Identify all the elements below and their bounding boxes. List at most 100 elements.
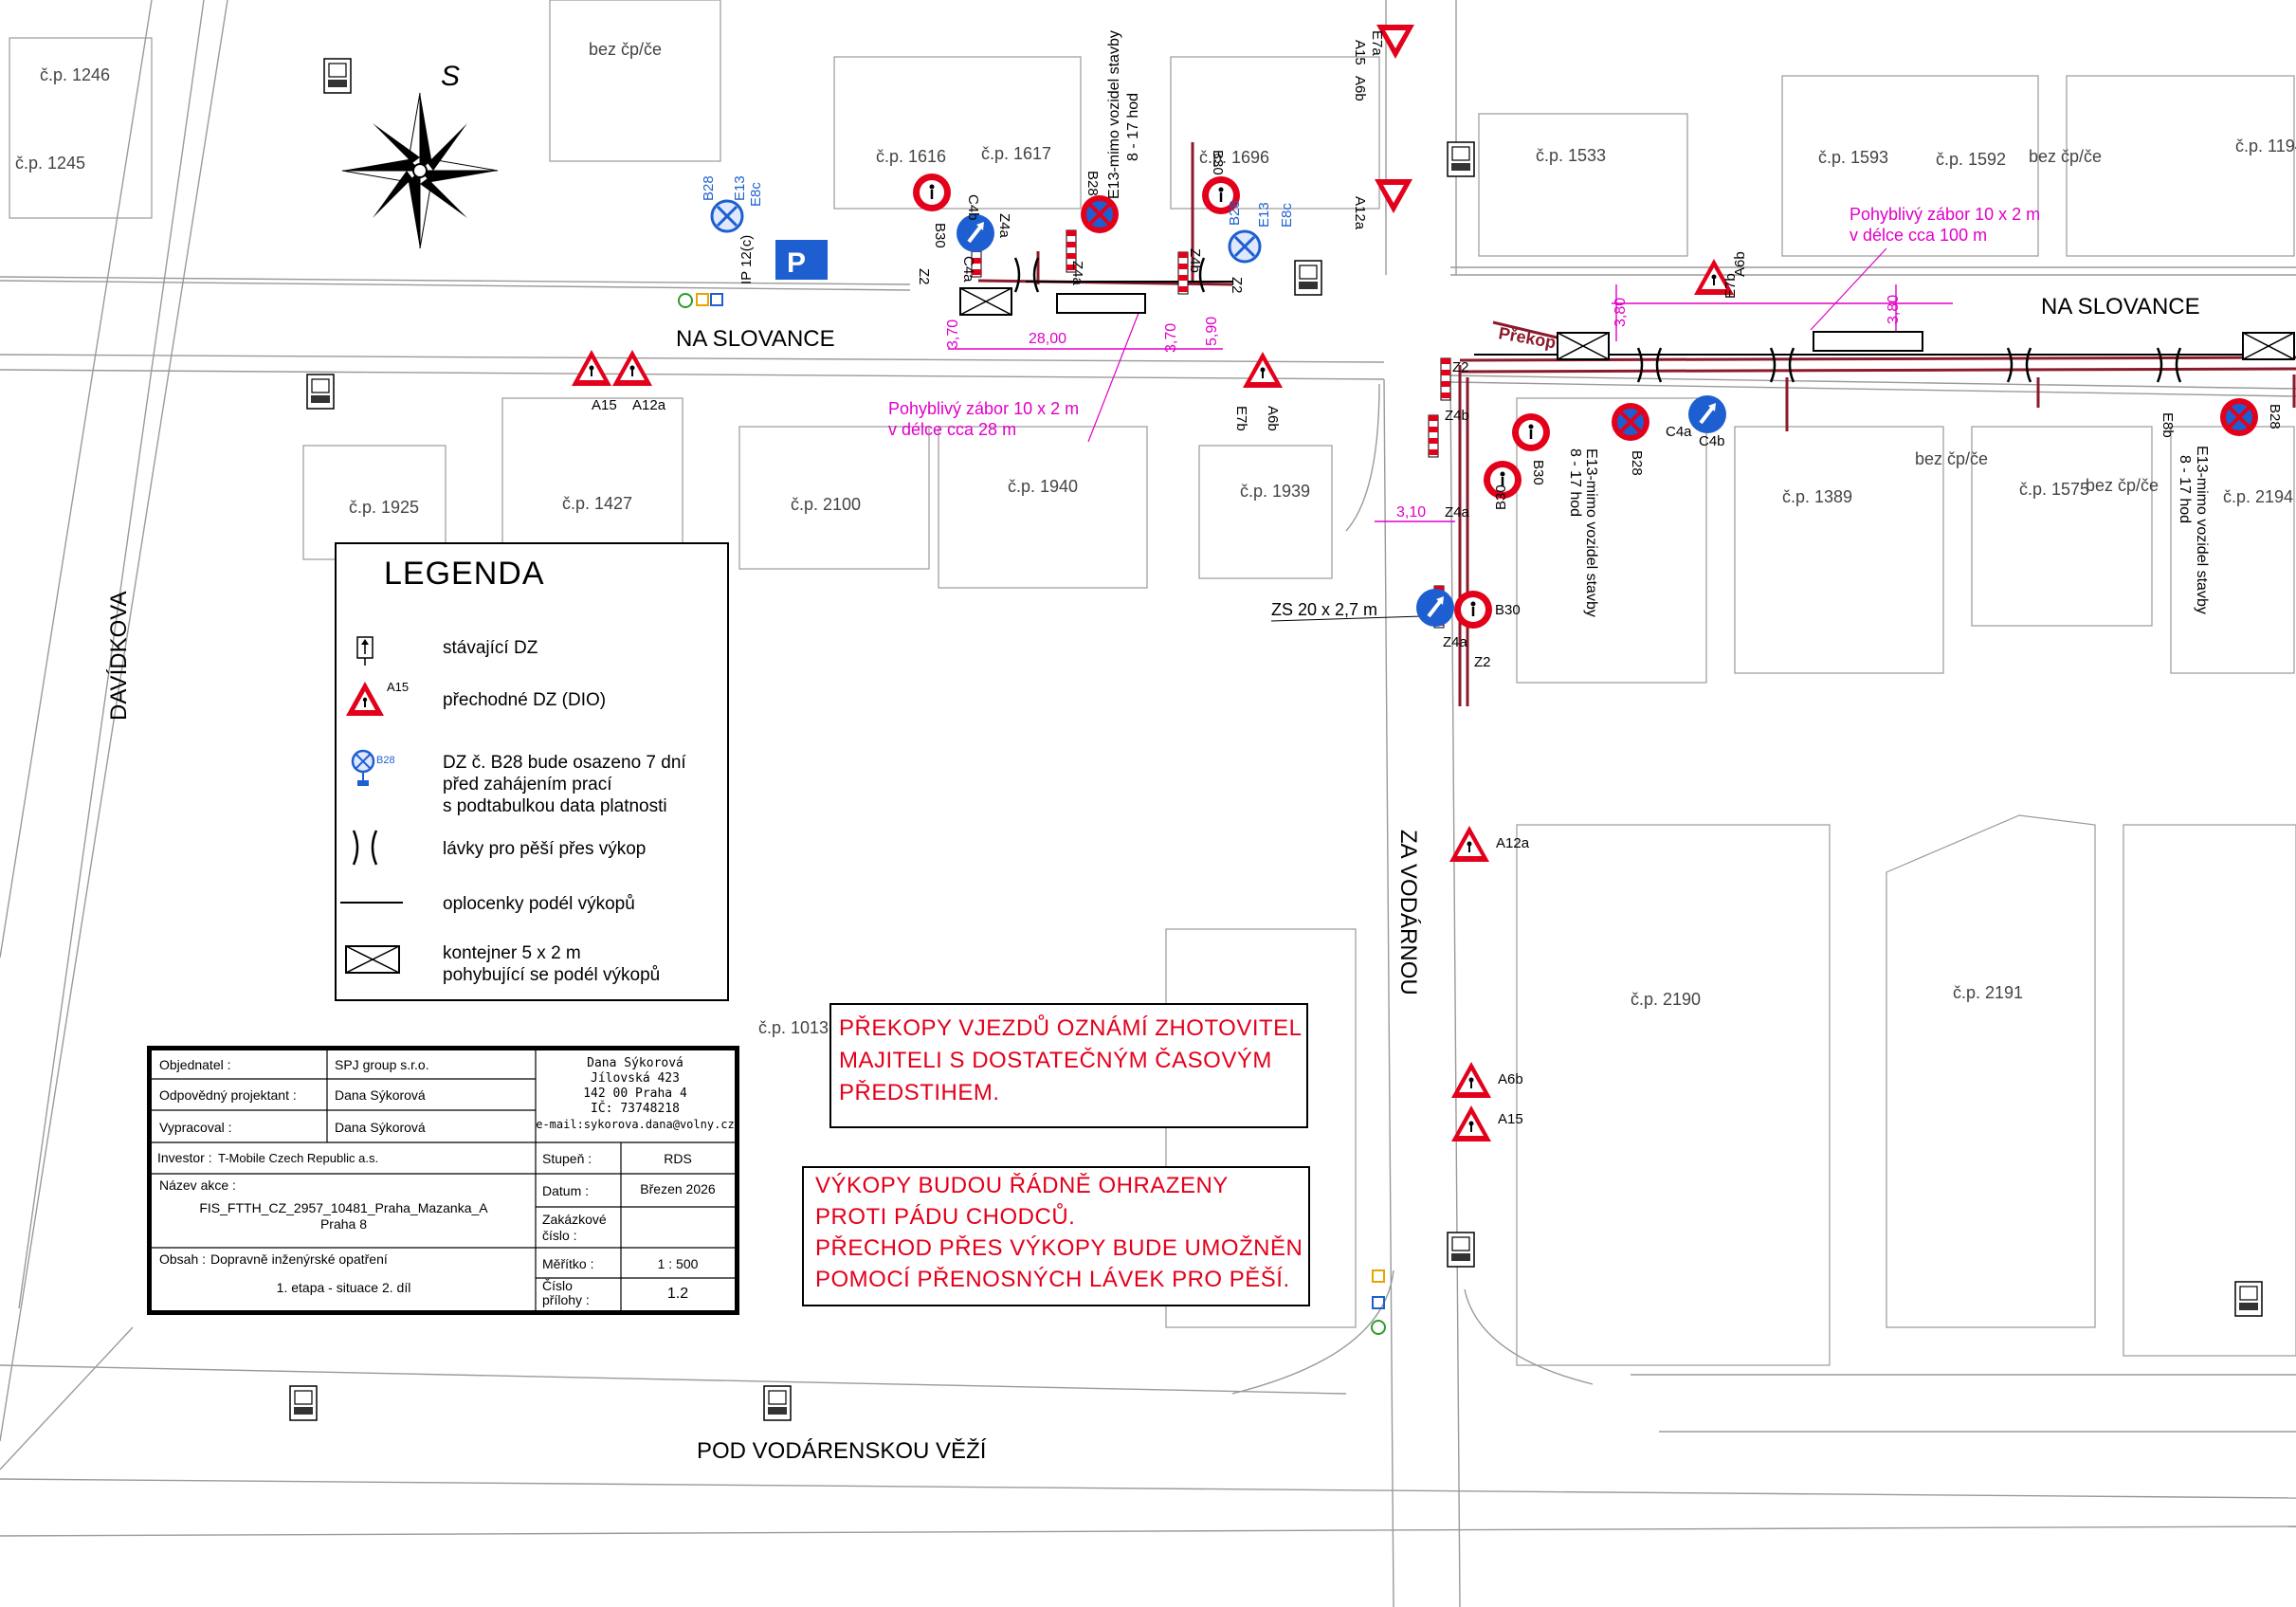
- tb-projektant: Dana Sýkorová: [335, 1087, 426, 1103]
- building-label: bez čp/če: [1915, 449, 1988, 468]
- dimension-label: 3,10: [1396, 504, 1426, 520]
- existing-sign-icon: [356, 636, 374, 666]
- legend-sign-code: B28: [376, 755, 395, 766]
- street-davidkova: DAVÍDKOVA: [106, 592, 132, 721]
- tb-investor: T-Mobile Czech Republic a.s.: [218, 1151, 379, 1165]
- zs-leader: [1270, 615, 1423, 622]
- tb-obsah-label: Obsah :: [159, 1251, 207, 1267]
- sign-code: Z4a: [1443, 634, 1468, 650]
- sign-code: Z4a: [1069, 261, 1085, 286]
- existing-sign-icon: [2234, 1281, 2263, 1317]
- sign-code: B30: [1530, 460, 1546, 485]
- tb-obsah: Dopravně inženýrské opatření: [210, 1251, 388, 1267]
- sign-code: B28: [701, 175, 717, 201]
- container-icon: [2242, 332, 2295, 360]
- note-line: VÝKOPY BUDOU ŘÁDNĚ OHRAZENY: [815, 1173, 1229, 1198]
- barrier-icon: [1177, 251, 1189, 295]
- dimension-label: 3,70: [1163, 323, 1179, 353]
- sign-code: A15: [1498, 1111, 1523, 1127]
- sign-code: Z2: [916, 268, 932, 285]
- existing-sign-icon: [306, 374, 335, 410]
- street-pod-vodarenskou-vezi: POD VODÁRENSKOU VĚŽÍ: [697, 1438, 987, 1464]
- tb-author-line: Dana Sýkorová: [587, 1056, 683, 1070]
- note-line: PŘEKOPY VJEZDŮ OZNÁMÍ ZHOTOVITEL: [839, 1015, 1303, 1041]
- dimension-label: 3,80: [1886, 295, 1902, 324]
- sign-code: B28: [1084, 171, 1101, 196]
- tb-objednatel: SPJ group s.r.o.: [335, 1057, 429, 1072]
- note-line: PŘEDSTIHEM.: [839, 1080, 1000, 1105]
- legend-text: s podtabulkou data platnosti: [443, 796, 667, 816]
- sign-code: A15: [592, 397, 617, 413]
- sign-code: A6b: [1732, 251, 1748, 277]
- bridge-icon: [352, 830, 378, 866]
- sign-code-labels: A15 A12a A6b E7b A6b E7b E7a A15 A6b A12…: [592, 30, 2283, 1127]
- legend-panel: LEGENDA stávající DZ A15 přechodné DZ (D…: [335, 542, 729, 1001]
- tb-author-line: Jílovská 423: [591, 1071, 680, 1086]
- sign-code: A6b: [1265, 406, 1281, 431]
- tb-author-block: Dana Sýkorová Jílovská 423 142 00 Praha …: [536, 1056, 735, 1132]
- e13-line: 8 - 17 hod: [1567, 448, 1583, 517]
- sign-code: Z4a: [996, 213, 1012, 239]
- sign-code: Z2: [1474, 654, 1491, 670]
- note-line: PŘECHOD PŘES VÝKOPY BUDE UMOŽNĚN: [815, 1235, 1303, 1261]
- sign-code: E13: [1256, 202, 1272, 228]
- b28-outline-icon: [1228, 229, 1262, 264]
- sign-code: B28: [2267, 404, 2283, 429]
- compass-rose: S: [341, 61, 499, 249]
- dimension-labels: 3,70 28,00 3,70 5,90 3,80 3,80 3,10: [945, 295, 1902, 520]
- tb-cislo-label: Číslo přílohy :: [542, 1279, 590, 1307]
- tb-meritko-label: Měřítko :: [542, 1256, 594, 1271]
- fence-segments: [1026, 281, 2294, 356]
- sign-code: A6b: [1498, 1071, 1523, 1087]
- building-label: č.p. 1246: [40, 65, 110, 84]
- tb-author-line: 142 00 Praha 4: [583, 1087, 687, 1101]
- sign-code: C4b: [1699, 433, 1725, 449]
- legend-text: stávající DZ: [443, 638, 538, 658]
- legend-text: před zahájením prací: [443, 775, 612, 794]
- sign-code: B28: [1629, 450, 1645, 476]
- zs-label: ZS 20 x 2,7 m: [1271, 600, 1377, 619]
- e13-line: E13-mimo vozidel stavby: [1106, 30, 1122, 199]
- zabor-left-line: v délce cca 28 m: [888, 420, 1016, 439]
- street-za-vodarnou: ZA VODÁRNOU: [1395, 830, 1421, 995]
- utility-markers: [678, 293, 1386, 1335]
- zabor-right-line: Pohyblivý zábor 10 x 2 m: [1850, 205, 2040, 224]
- warning-sign-icon: [1450, 1061, 1492, 1099]
- tb-author-line: IČ: 73748218: [591, 1102, 680, 1116]
- note-line: POMOCÍ PŘENOSNÝCH LÁVEK PRO PĚŠÍ.: [815, 1267, 1290, 1292]
- tb-obsah-detail: 1. etapa - situace 2. díl: [276, 1280, 411, 1295]
- building-label: č.p. 1245: [15, 154, 85, 173]
- building-label: č.p. 1575: [2019, 480, 2089, 499]
- tb-vypracoval-label: Vypracoval :: [159, 1120, 232, 1135]
- barrier-icon: [1440, 357, 1451, 401]
- sign-code: Z2: [1229, 277, 1245, 294]
- tb-cislo-line: přílohy :: [542, 1292, 590, 1307]
- b28-icon: [2218, 396, 2260, 438]
- tb-zakazkove-label: Zakázkové číslo :: [542, 1212, 607, 1244]
- title-block-grid: [152, 1050, 735, 1310]
- legend-text: přechodné DZ (DIO): [443, 690, 607, 710]
- e13-line: 8 - 17 hod: [1125, 93, 1141, 161]
- sign-code: E7a: [1369, 30, 1385, 56]
- bridge-icon: [1769, 346, 1795, 384]
- bridge-icon: [2156, 346, 2182, 384]
- sign-code: C4a: [1666, 424, 1692, 440]
- zabor-right: Pohyblivý zábor 10 x 2 m v délce cca 100…: [1850, 205, 2040, 245]
- tb-nazev: FIS_FTTH_CZ_2957_10481_Praha_Mazanka_A P…: [152, 1200, 536, 1233]
- dimension-label: 5,90: [1204, 317, 1220, 346]
- sign-code: E7b: [1722, 273, 1739, 299]
- warning-sign-icon: [1450, 1105, 1492, 1142]
- e13-line: 8 - 17 hod: [2177, 455, 2193, 523]
- sign-code: E7b: [1233, 406, 1249, 431]
- building-labels: č.p. 1246 č.p. 1245 č.p. 1616 č.p. 1617 …: [15, 40, 2296, 1037]
- legend-text: DZ č. B28 bude osazeno 7 dní: [443, 753, 686, 773]
- sign-code: Z4b: [1187, 248, 1203, 273]
- sign-code: E8c: [748, 182, 764, 207]
- sign-code: B28: [1227, 200, 1243, 226]
- b28-icon: [1079, 193, 1121, 235]
- tb-datum: Březen 2026: [640, 1181, 716, 1196]
- sign-code: IP 12(c): [738, 235, 755, 284]
- existing-sign-icon: [289, 1385, 318, 1421]
